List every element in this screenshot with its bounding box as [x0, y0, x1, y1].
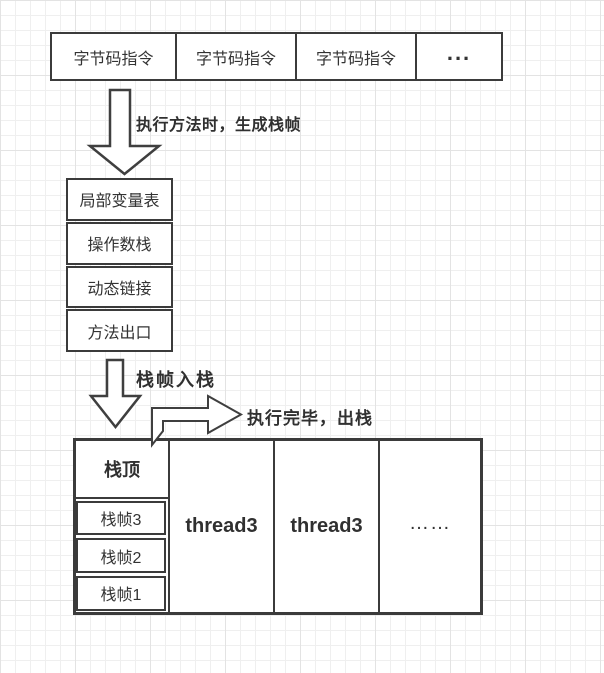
- thread-column: thread3: [273, 441, 378, 612]
- bytecode-cell-label: 字节码指令: [315, 50, 396, 68]
- bytecode-cell: 字节码指令: [175, 34, 295, 79]
- stack-top-label: 栈顶: [104, 460, 140, 480]
- thread-label: thread3: [290, 515, 363, 537]
- bytecode-ellipsis-cell: ...: [415, 34, 501, 79]
- frame-cell-label: 方法出口: [87, 324, 152, 342]
- stack-frame-row: 栈帧2: [76, 538, 166, 573]
- stack-frame-row: 栈帧1: [76, 575, 166, 611]
- thread-label: thread3: [185, 515, 258, 537]
- bytecode-cell-label: 字节码指令: [73, 50, 154, 68]
- thread-column: thread3: [168, 441, 273, 612]
- thread-ellipsis-column: ……: [378, 441, 480, 612]
- stack-top-header: 栈顶: [76, 441, 168, 499]
- stack-frames-list: 栈帧3 栈帧2 栈帧1: [76, 499, 168, 612]
- pop-stack-label: 执行完毕，出栈: [247, 409, 373, 428]
- bytecode-instruction-row: 字节码指令 字节码指令 字节码指令 ...: [50, 32, 503, 81]
- generate-frame-label: 执行方法时，生成栈帧: [136, 117, 302, 134]
- down-arrow-push-icon: [88, 358, 143, 430]
- frame-cell-label: 动态链接: [87, 280, 152, 298]
- thread-stack-table: 栈顶 栈帧3 栈帧2 栈帧1 thread3 thread3 ……: [73, 438, 483, 615]
- ellipsis-label: ...: [446, 39, 472, 65]
- frame-cell-dynamic-link: 动态链接: [66, 265, 173, 309]
- frame-cell-method-exit: 方法出口: [66, 309, 173, 352]
- bytecode-cell-label: 字节码指令: [195, 50, 276, 68]
- push-stack-label: 栈帧入栈: [136, 370, 216, 390]
- frame-cell-local-variables: 局部变量表: [66, 178, 173, 221]
- bytecode-cell: 字节码指令: [52, 34, 175, 79]
- ellipsis-label: ……: [409, 512, 451, 534]
- stack-column: 栈顶 栈帧3 栈帧2 栈帧1: [76, 441, 168, 612]
- stack-frame-label: 栈帧3: [100, 511, 142, 529]
- frame-cell-operand-stack: 操作数栈: [66, 221, 173, 265]
- stack-frame-box: 局部变量表 操作数栈 动态链接 方法出口: [66, 178, 173, 352]
- frame-cell-label: 局部变量表: [79, 193, 160, 211]
- frame-cell-label: 操作数栈: [87, 237, 152, 255]
- stack-frame-label: 栈帧2: [100, 549, 142, 567]
- bytecode-cell: 字节码指令: [295, 34, 415, 79]
- stack-frame-row: 栈帧3: [76, 500, 166, 536]
- stack-frame-label: 栈帧1: [100, 587, 142, 605]
